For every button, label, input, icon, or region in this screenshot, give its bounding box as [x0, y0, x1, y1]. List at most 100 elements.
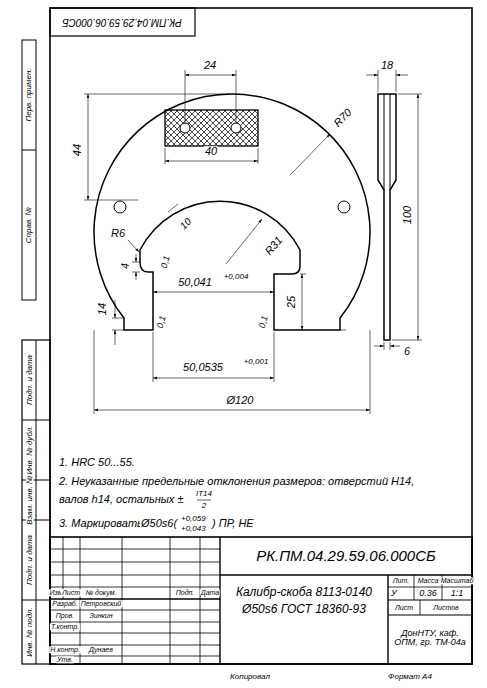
note: 1. HRC 50...55.	[58, 457, 136, 469]
drawing-stroke	[36, 340, 37, 664]
drawing-stroke	[340, 330, 346, 331]
title-cell: Лит.	[392, 577, 410, 584]
drawing-stroke	[50, 575, 220, 576]
stamp-field: Инв. № дубл.	[26, 424, 34, 475]
drawing-stroke	[396, 70, 397, 92]
drawing-stroke	[300, 274, 306, 275]
organisation: ДонНТУ, каф. ОПМ, гр. ТМ-04а	[389, 629, 471, 648]
title-cell: Подп.	[175, 589, 196, 596]
drawing-stroke	[114, 201, 126, 213]
tolerance: +0,059	[180, 515, 207, 523]
note: валов h14, остальных ±	[58, 494, 184, 506]
tolerance: +0,001	[243, 358, 270, 366]
sheet-frame	[22, 8, 472, 664]
drawing-stroke	[384, 94, 385, 190]
dimension: 50,0535	[182, 362, 224, 374]
drawing-stroke	[420, 600, 421, 615]
title-cell: Н.контр.	[49, 646, 81, 653]
dimension: 50,041	[177, 277, 213, 289]
drawing-stroke	[378, 70, 379, 92]
drawing-stroke	[50, 549, 220, 550]
drawing-stroke	[390, 94, 391, 190]
title-cell: У	[390, 589, 398, 598]
drawing-stroke	[366, 75, 378, 76]
title-cell: Листов	[432, 604, 460, 611]
title-cell: Петровский	[80, 600, 123, 607]
title-cell: Лист	[61, 589, 81, 596]
stamp-field: Инв. № подл.	[26, 606, 34, 658]
drawing-stroke	[84, 200, 138, 201]
title-cell: Т.контр.	[50, 623, 80, 630]
drawing-stroke	[22, 150, 36, 151]
drawing-stroke	[112, 318, 124, 319]
dimension: Ø120	[226, 395, 255, 407]
dimension: 100	[402, 205, 414, 225]
drawing-stroke	[185, 75, 236, 76]
drawing-stroke	[50, 656, 220, 657]
title-cell: Пров.	[55, 612, 75, 619]
dimension: R31	[262, 234, 285, 258]
drawing-stroke	[22, 40, 36, 300]
drawing-stroke	[136, 272, 137, 280]
drawing-stroke	[50, 8, 195, 36]
drawing-stroke	[84, 94, 230, 95]
drawing-stroke	[50, 537, 472, 664]
title-cell: Утв.	[56, 656, 74, 663]
dimension: R6	[110, 228, 126, 240]
drawing-stroke	[200, 537, 201, 664]
drawing-stroke	[153, 332, 154, 382]
drawing-stroke	[392, 340, 422, 341]
note: 3. Маркировать	[58, 518, 144, 530]
title-cell: Дата	[200, 589, 220, 596]
drawing-stroke	[153, 378, 274, 379]
title-cell: 1:1	[450, 589, 465, 598]
dimension: 0,1	[160, 254, 173, 270]
title-cell: 0.36	[418, 589, 438, 598]
drawing-stroke	[115, 330, 116, 345]
stamp-field: Подп. и дата	[26, 354, 34, 406]
stamp-field: Справ. №	[25, 206, 33, 244]
drawing-stroke	[170, 537, 171, 664]
drawing-stroke	[136, 254, 137, 262]
drawing-stroke	[414, 575, 415, 600]
dimension-lines	[84, 70, 422, 500]
drawing-stroke	[165, 161, 258, 162]
drawing-stroke	[388, 614, 472, 615]
title-cell: Масштаб	[440, 577, 475, 584]
drawing-stroke	[50, 633, 220, 634]
drawing-stroke	[153, 292, 274, 293]
drawing-stroke	[374, 346, 384, 347]
sheet-footer: Формат А4	[387, 673, 433, 681]
dimension: 25	[286, 295, 298, 309]
title-block	[50, 537, 472, 664]
drawing-stroke	[390, 346, 400, 347]
stamp-field: Взам. инв. №	[26, 474, 34, 525]
note: Ø50s6(	[140, 518, 178, 530]
drawing-stroke	[231, 123, 241, 133]
drawing-stroke	[165, 110, 258, 146]
title-cell: № докум.	[85, 589, 118, 596]
drawing-stroke	[387, 575, 388, 664]
drawing-stroke	[197, 500, 211, 501]
drawing-stroke	[388, 587, 472, 588]
dimension: 44	[72, 143, 84, 157]
drawing-stroke	[388, 599, 472, 600]
drawing-stroke	[236, 70, 237, 123]
dimension: 40	[204, 146, 218, 158]
drawing-stroke	[22, 420, 50, 421]
drawing-code: РК.ПМ.04.29.59.06.000СБ	[255, 548, 437, 564]
drawing-stroke	[302, 274, 303, 330]
drawing-stroke	[418, 94, 419, 340]
drawing-stroke	[274, 332, 275, 382]
drawing-stroke	[168, 204, 178, 212]
drawing-stroke	[165, 148, 166, 164]
dimension: 18	[380, 60, 394, 72]
part-name: Калибр-скоба 8113-0140	[235, 586, 373, 599]
drawing-stroke	[94, 94, 370, 330]
drawing-stroke	[378, 94, 396, 340]
dimension: 0,1	[156, 314, 169, 330]
drawing-stroke	[22, 340, 50, 664]
drawing-stroke	[22, 600, 50, 601]
drawing-stroke	[88, 94, 89, 200]
note: ) ПР, НЕ	[211, 518, 255, 530]
